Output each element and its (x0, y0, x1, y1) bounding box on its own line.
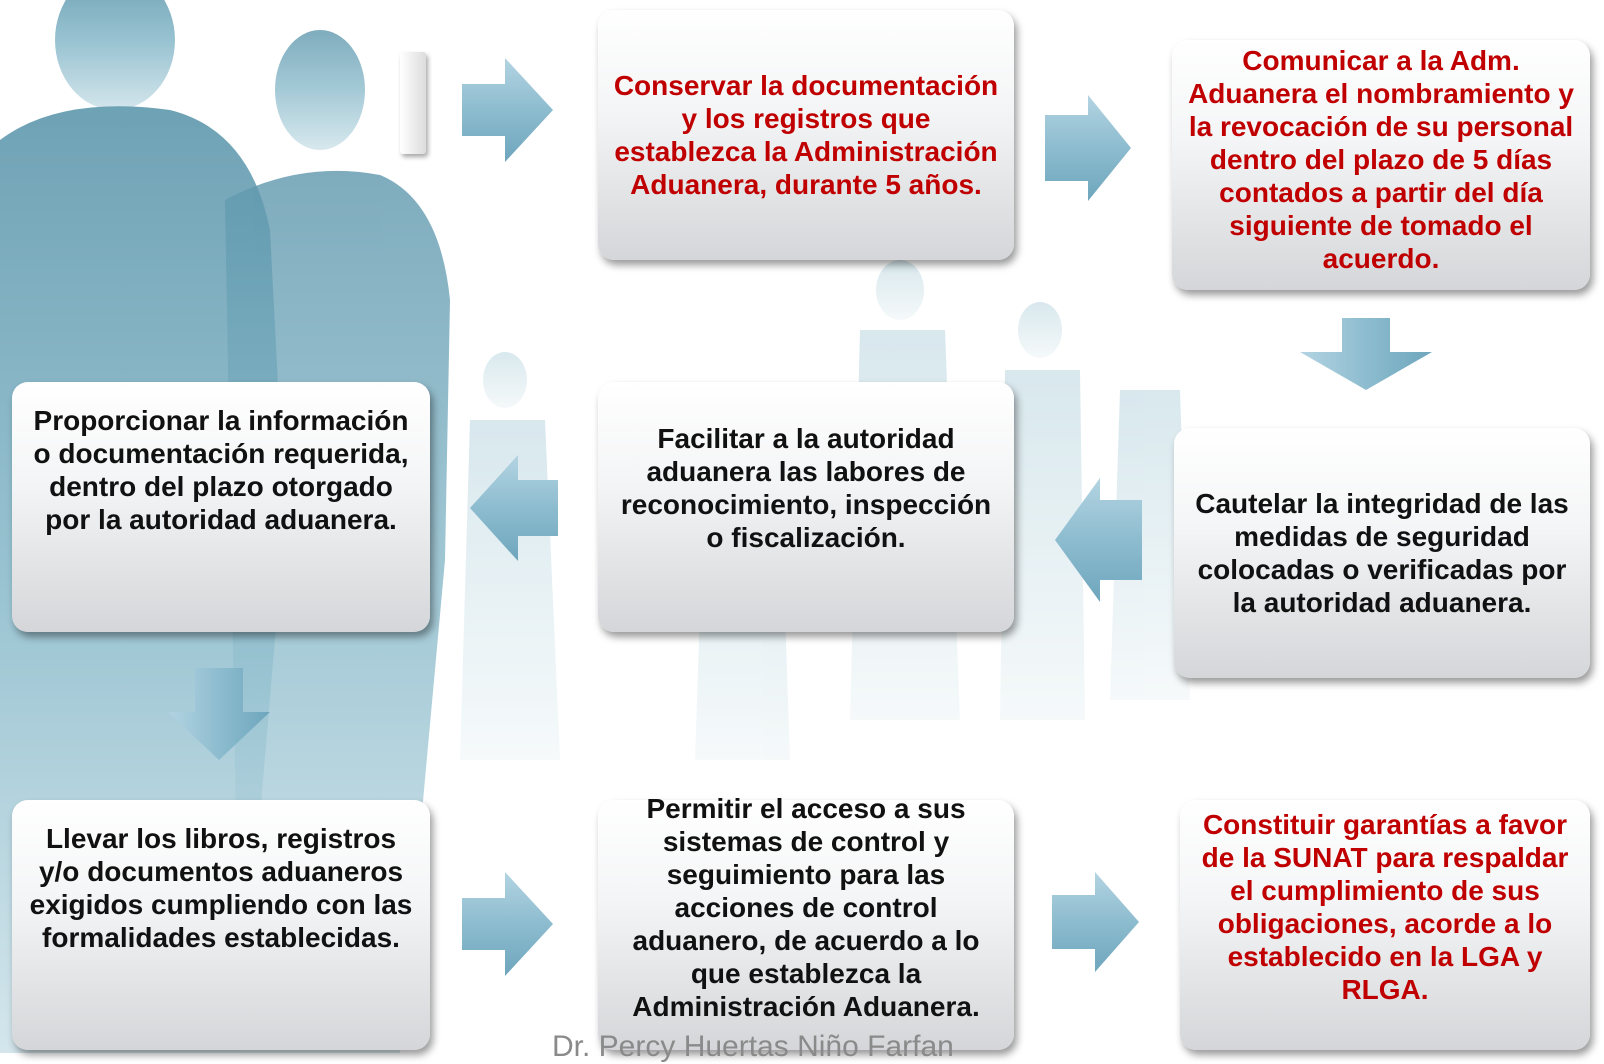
step-text: Llevar los libros, registros y/o documen… (29, 823, 413, 953)
step-constituir-garantias: Constituir garantías a favor de la SUNAT… (1180, 800, 1590, 1050)
step-permitir-acceso-bg (598, 800, 1014, 1050)
step-text: Comunicar a la Adm. Aduanera el nombrami… (1188, 45, 1574, 274)
arrow-down-icon (168, 668, 270, 760)
step-text: Facilitar a la autoridad aduanera las la… (620, 423, 992, 553)
step-text: Conservar la documentación y los registr… (613, 70, 999, 200)
arrow-left-icon (470, 455, 558, 561)
small-ghost-panel (400, 52, 426, 154)
step-permitir-acceso: Permitir el acceso a sus sistemas de con… (598, 790, 1014, 1052)
step-text: Proporcionar la información o documentac… (33, 405, 409, 535)
arrow-right-icon (462, 872, 553, 976)
step-text: Permitir el acceso a sus sistemas de con… (632, 793, 980, 1022)
arrow-right-icon (1045, 95, 1131, 201)
arrow-left-icon (1055, 478, 1142, 602)
step-comunicar-nombramiento: Comunicar a la Adm. Aduanera el nombrami… (1172, 40, 1590, 290)
step-text: Constituir garantías a favor de la SUNAT… (1201, 809, 1569, 1005)
arrow-right-icon (1052, 872, 1139, 972)
step-facilitar-autoridad: Facilitar a la autoridad aduanera las la… (598, 382, 1014, 632)
step-text: Cautelar la integridad de las medidas de… (1195, 488, 1569, 618)
arrow-right-icon (462, 58, 553, 162)
step-conservar-documentacion: Conservar la documentación y los registr… (598, 10, 1014, 260)
step-llevar-libros: Llevar los libros, registros y/o documen… (12, 800, 430, 1050)
step-cautelar-integridad: Cautelar la integridad de las medidas de… (1174, 428, 1590, 678)
arrow-down-icon (1300, 318, 1432, 390)
step-proporcionar-informacion: Proporcionar la información o documentac… (12, 382, 430, 632)
